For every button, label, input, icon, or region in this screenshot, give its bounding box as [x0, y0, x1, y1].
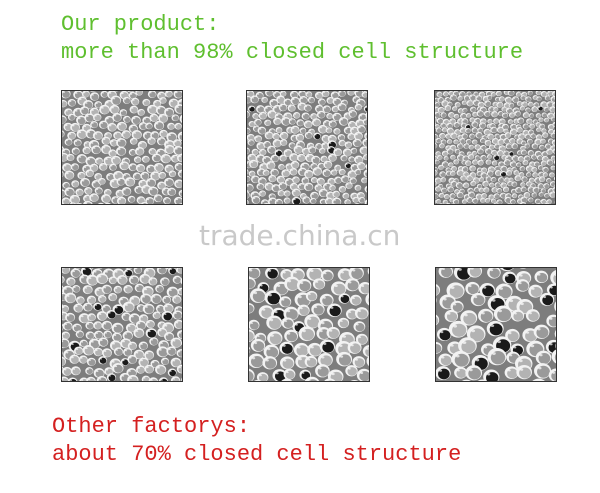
- our-product-title: Our product:: [61, 12, 220, 37]
- foam-sample-other-3: [435, 267, 557, 382]
- foam-sample-ours-1: [61, 90, 183, 205]
- our-product-claim: more than 98% closed cell structure: [61, 40, 524, 65]
- other-factories-title: Other factorys:: [52, 414, 251, 439]
- other-factories-claim: about 70% closed cell structure: [52, 442, 462, 467]
- watermark: trade.china.cn: [199, 219, 401, 252]
- foam-sample-other-2: [248, 267, 370, 382]
- foam-sample-other-1: [61, 267, 183, 382]
- our-product-caption: Our product: more than 98% closed cell s…: [61, 11, 523, 67]
- foam-sample-ours-3: [434, 90, 556, 205]
- other-factories-caption: Other factorys: about 70% closed cell st…: [52, 413, 461, 469]
- foam-sample-ours-2: [246, 90, 368, 205]
